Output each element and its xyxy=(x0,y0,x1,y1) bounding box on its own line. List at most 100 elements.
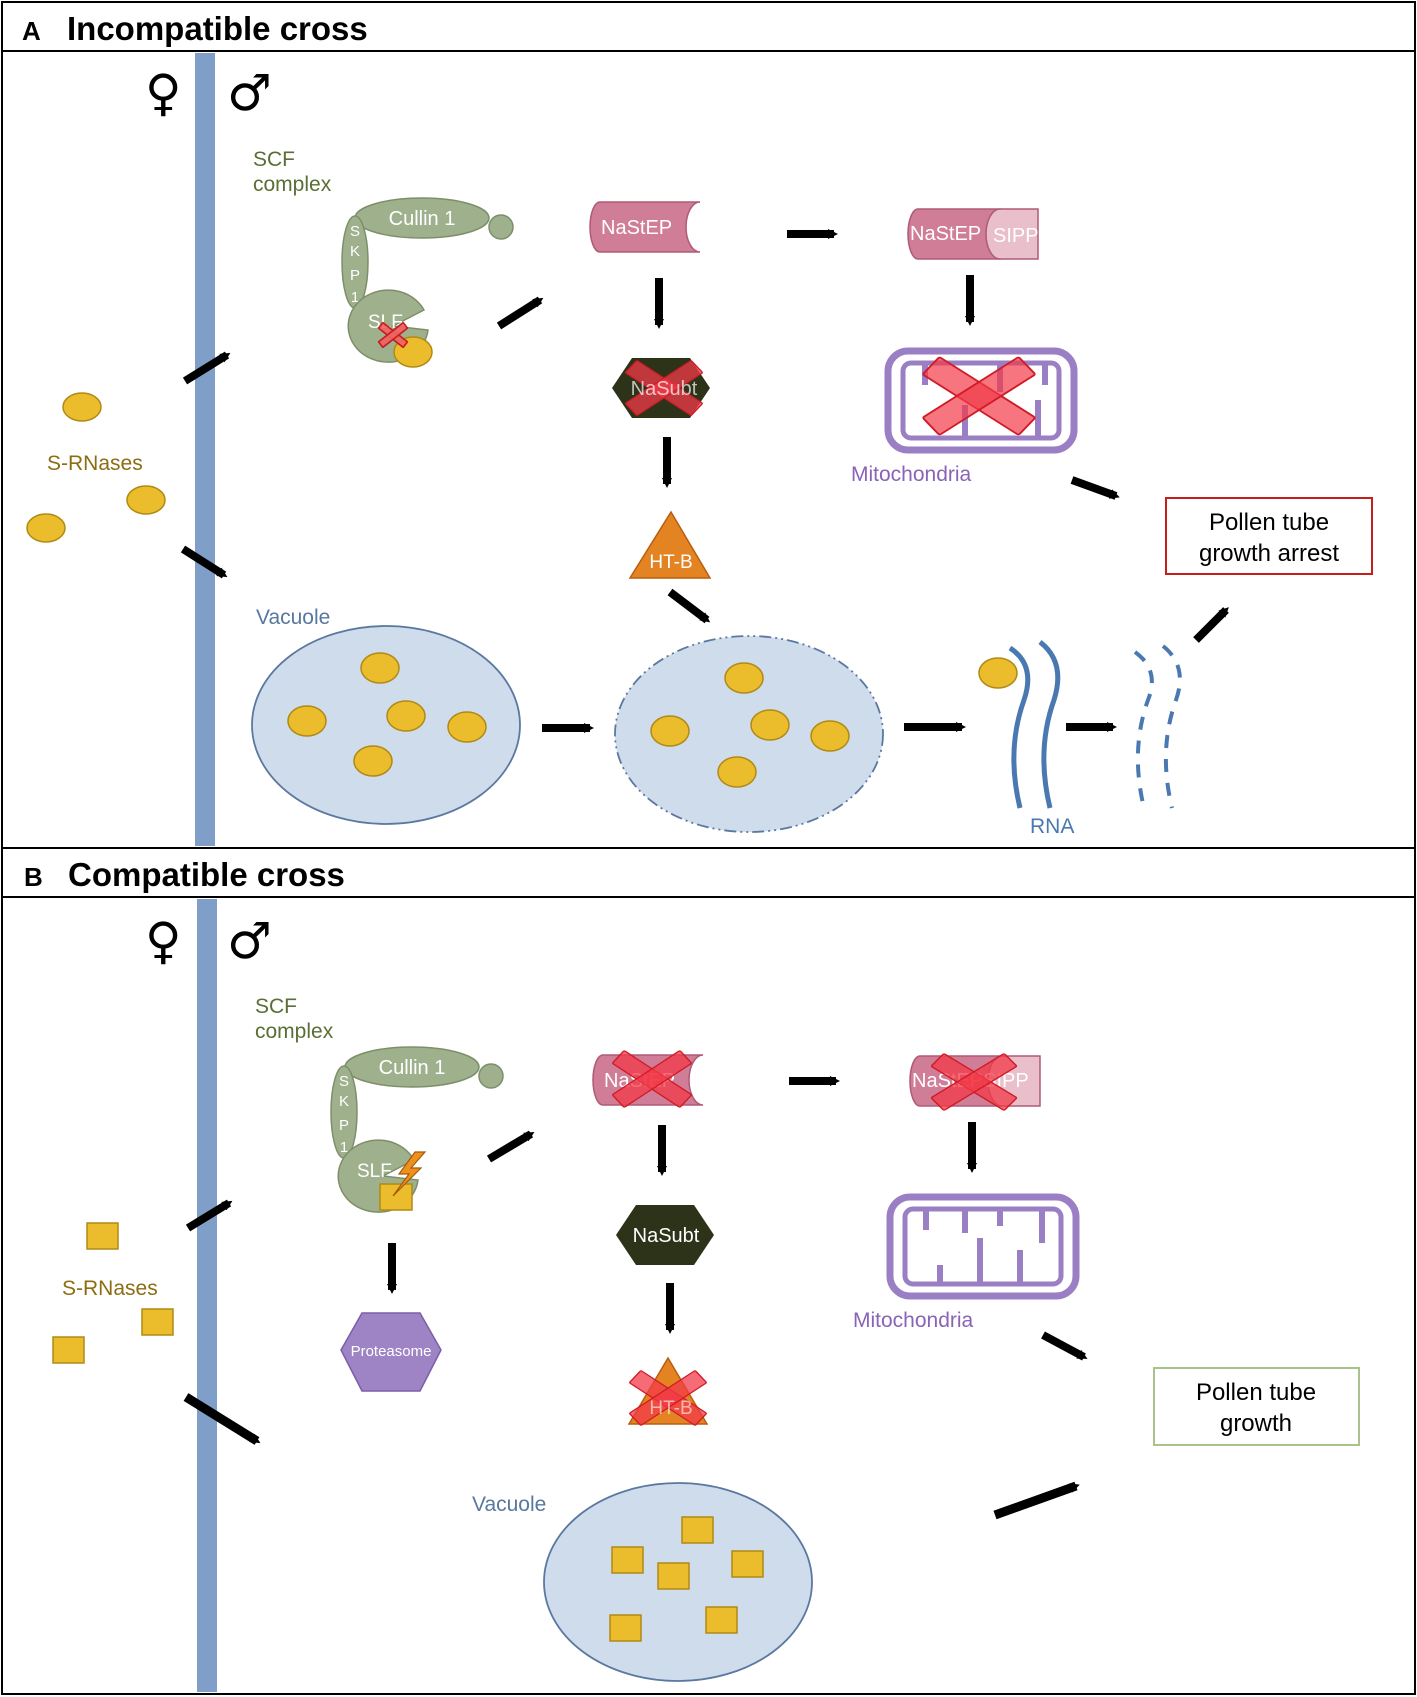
vacuole-shape xyxy=(614,635,884,833)
s-rnase-square xyxy=(609,1614,642,1642)
ht-b-shape xyxy=(628,510,712,579)
result-box-frame xyxy=(1165,497,1373,575)
skp1-letter: S xyxy=(350,223,360,240)
mitochondria-label: Mitochondria xyxy=(851,463,972,486)
scf-complex-label: SCF xyxy=(253,148,295,171)
panel-a: A Incompatible cross ♀ ♂ S-RNases SCF co… xyxy=(1,1,1416,849)
bound-s-rnase xyxy=(379,1183,413,1211)
nasubt-shape xyxy=(616,1205,714,1265)
result-line-1: Pollen tube xyxy=(1196,1379,1316,1406)
skp1-letter: P xyxy=(339,1117,349,1134)
nasubt: NaSubt xyxy=(616,1205,714,1265)
cullin1-label: Cullin 1 xyxy=(389,208,456,230)
s-rnases-label: S-RNases xyxy=(62,1277,158,1300)
s-rnase-oval xyxy=(978,657,1018,689)
proteasome-shape xyxy=(340,1312,442,1392)
s-rnase-square xyxy=(731,1550,764,1578)
nastep-shape xyxy=(907,208,1001,260)
panel-a-title: Incompatible cross xyxy=(67,10,368,47)
vacuole-disrupted xyxy=(614,635,884,833)
s-rnase-oval xyxy=(26,513,66,543)
scf-complex: Cullin 1 S K P 1 SLF xyxy=(330,1046,504,1213)
vacuole-label: Vacuole xyxy=(472,1493,546,1516)
s-rnase-square xyxy=(52,1336,85,1364)
slf-label: SLF xyxy=(357,1161,392,1182)
mitochondria xyxy=(884,347,1078,454)
nastep-sipp-complex: NaStEP SIPP xyxy=(907,208,1039,260)
nastep: NaStEP xyxy=(589,201,701,253)
male-symbol: ♂ xyxy=(227,912,272,970)
scf-complex-label: SCF xyxy=(255,995,297,1018)
result-line-2: growth xyxy=(1220,1410,1292,1437)
scf-complex-label-2: complex xyxy=(255,1020,334,1043)
female-symbol: ♀ xyxy=(145,64,182,122)
ht-b: HT-B xyxy=(628,510,712,579)
s-rnase-square xyxy=(657,1562,690,1590)
rna-strand xyxy=(1038,640,1061,809)
result-line-2: growth arrest xyxy=(1199,540,1339,567)
s-rnase-oval xyxy=(287,705,327,737)
s-rnase-oval xyxy=(717,756,757,788)
nastep: NaStEP xyxy=(592,1049,704,1109)
rbx-shape xyxy=(488,214,514,240)
rbx-shape xyxy=(478,1063,504,1089)
s-rnase-oval xyxy=(62,392,102,422)
result-box-arrest: Pollen tube growth arrest xyxy=(1165,497,1373,575)
arrow xyxy=(1041,1331,1088,1361)
style-boundary-line xyxy=(195,53,215,846)
sipp-label: SIPP xyxy=(993,225,1039,247)
sipp-shape xyxy=(985,208,1039,260)
panel-b-title: Compatible cross xyxy=(68,856,345,893)
s-rnase-oval xyxy=(750,709,790,741)
nasubt-label: NaSubt xyxy=(631,378,698,400)
nasubt-label: NaSubt xyxy=(633,1225,700,1247)
s-rnases-group: S-RNases xyxy=(26,392,166,543)
rna-label: RNA xyxy=(1030,815,1074,838)
s-rnases-group: S-RNases xyxy=(52,1222,174,1364)
rna-intact xyxy=(978,640,1061,809)
panel-b: B Compatible cross ♀ ♂ S-RNases SCF comp… xyxy=(1,847,1416,1695)
nastep-label: NaStEP xyxy=(910,223,981,245)
s-rnase-square xyxy=(141,1308,174,1336)
arrow xyxy=(486,1130,535,1163)
s-rnase-oval xyxy=(386,700,426,732)
s-rnase-square xyxy=(86,1222,119,1250)
result-box-frame xyxy=(1153,1367,1360,1446)
arrow xyxy=(185,1199,233,1232)
proteasome: Proteasome xyxy=(340,1312,442,1392)
arrow xyxy=(182,351,231,385)
s-rnase-square xyxy=(611,1546,644,1574)
mitochondria-label: Mitochondria xyxy=(853,1309,974,1332)
result-box-growth: Pollen tube growth xyxy=(1153,1367,1360,1446)
vacuole-shape xyxy=(251,625,521,825)
arrow xyxy=(1193,607,1229,643)
arrow xyxy=(1070,476,1120,500)
scf-complex: Cullin 1 S K P 1 SLF xyxy=(341,197,514,368)
skp1-letter: P xyxy=(350,267,360,284)
ht-b: HT-B xyxy=(627,1356,709,1427)
vacuole-intact xyxy=(543,1482,813,1682)
vacuole-label: Vacuole xyxy=(256,606,330,629)
cullin1-label: Cullin 1 xyxy=(379,1057,446,1079)
proteasome-label: Proteasome xyxy=(351,1343,432,1360)
nastep-shape xyxy=(589,201,701,253)
rna-degraded xyxy=(1133,644,1182,809)
male-symbol: ♂ xyxy=(227,64,272,122)
s-rnase-oval xyxy=(360,652,400,684)
style-boundary-line xyxy=(197,899,217,1692)
ht-b-label: HT-B xyxy=(649,1398,692,1419)
arrow xyxy=(667,588,711,624)
ht-b-label: HT-B xyxy=(649,552,692,573)
s-rnase-square xyxy=(681,1516,714,1544)
lightning-icon xyxy=(392,1151,427,1197)
panel-a-letter: A xyxy=(22,16,41,46)
rna-strand-broken xyxy=(1133,650,1154,809)
s-rnase-oval xyxy=(724,662,764,694)
s-rnase-oval xyxy=(447,711,487,743)
skp1-letter: 1 xyxy=(351,289,359,306)
mitochondria xyxy=(886,1193,1080,1300)
arrow xyxy=(183,1393,261,1445)
s-rnases-label: S-RNases xyxy=(47,452,143,475)
nastep-label: NaStEP xyxy=(601,217,672,239)
